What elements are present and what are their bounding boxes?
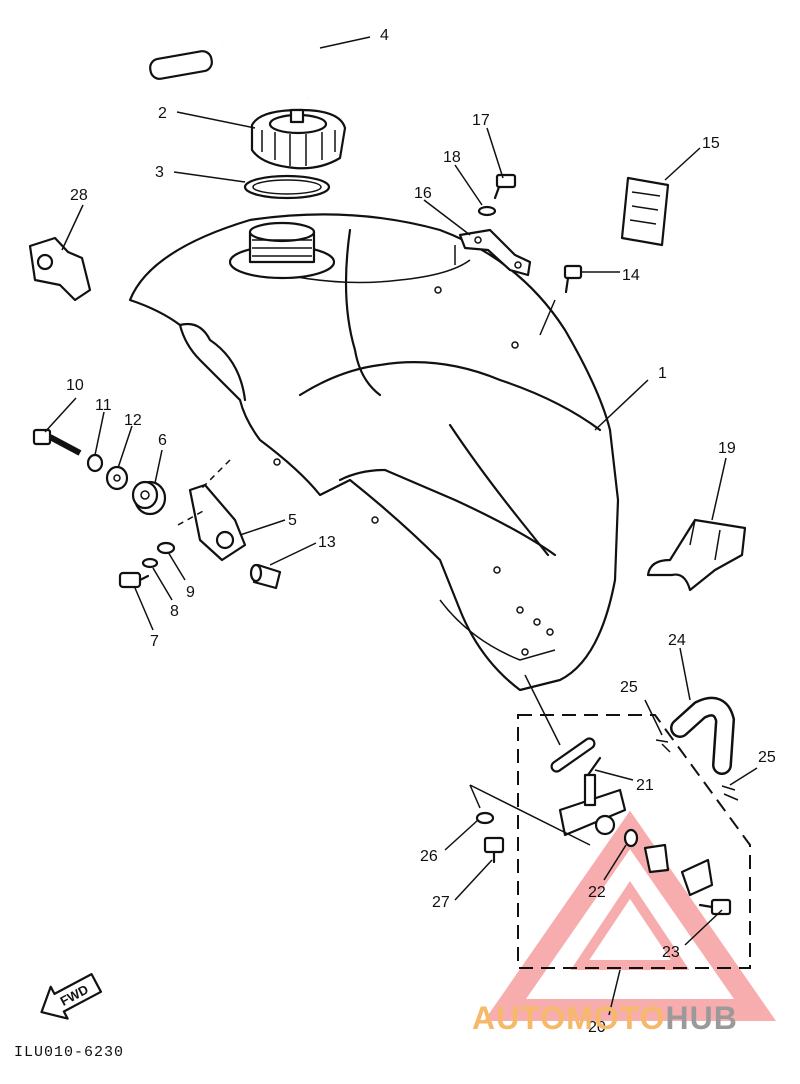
- fuel-cock-assembly-boundary: [517, 714, 751, 969]
- watermark-text-part2: HUB: [665, 1000, 738, 1036]
- bolt-17: [493, 173, 517, 200]
- callout-3: 3: [155, 164, 164, 181]
- washer-26: [475, 811, 495, 825]
- callout-7: 7: [150, 633, 159, 650]
- breather-hose: [149, 30, 320, 99]
- diagram-code: ILU010-6230: [14, 1044, 125, 1061]
- o-ring-21: [550, 737, 596, 773]
- callout-21: 21: [636, 777, 654, 794]
- fuel-cock-20: [558, 756, 627, 837]
- callout-24: 24: [668, 632, 686, 649]
- watermark-text-part1: AUTOMOTO: [472, 1000, 666, 1036]
- callout-5: 5: [288, 512, 297, 529]
- strainer: [643, 843, 670, 874]
- callout-16: 16: [414, 185, 432, 202]
- damper-6: [131, 480, 167, 516]
- washer-9: [156, 541, 176, 555]
- watermark-text: AUTOMOTOHUB: [472, 1000, 738, 1037]
- callout-17: 17: [472, 112, 490, 129]
- screw-27: [483, 836, 505, 864]
- callout-9: 9: [186, 584, 195, 601]
- fuel-cap: [250, 108, 347, 170]
- bracket-28: [28, 236, 92, 302]
- callout-11: 11: [95, 397, 112, 414]
- callout-25b: 25: [758, 749, 776, 766]
- collar-13: [249, 563, 282, 590]
- callout-13: 13: [318, 534, 336, 551]
- callout-8: 8: [170, 603, 179, 620]
- callout-20: 20: [588, 1019, 606, 1036]
- callout-28: 28: [70, 187, 88, 204]
- washer-18: [477, 205, 497, 217]
- callout-labels: 1 2 3 4 5 6 7 8 9 10 11 12 13 14 15 16 1…: [66, 27, 776, 1036]
- callout-25a: 25: [620, 679, 638, 696]
- forward-direction-arrow: FWD: [40, 973, 103, 1020]
- fuel-hose-24: [670, 696, 736, 775]
- callout-2: 2: [158, 105, 167, 122]
- callout-22: 22: [588, 884, 606, 901]
- callout-18: 18: [443, 149, 461, 166]
- callout-1: 1: [658, 365, 667, 382]
- callout-14: 14: [622, 267, 640, 284]
- mount-bracket-5: [188, 483, 247, 562]
- callout-12: 12: [124, 412, 142, 429]
- leader-lines: [44, 36, 758, 1016]
- mount-bolt-10: [32, 428, 82, 456]
- fuel-tank: [128, 213, 620, 692]
- tank-bracket: [458, 228, 532, 277]
- callout-26: 26: [420, 848, 438, 865]
- callout-10: 10: [66, 377, 84, 394]
- washer-12: [105, 465, 129, 491]
- screw-23: [698, 898, 732, 916]
- hose-clip-25a: [655, 739, 671, 753]
- callout-6: 6: [158, 432, 167, 449]
- bolt-7: [118, 571, 150, 589]
- callout-27: 27: [432, 894, 450, 911]
- bolt-14: [563, 264, 583, 294]
- plate: [680, 858, 714, 897]
- callout-23: 23: [662, 944, 680, 961]
- callout-19: 19: [718, 440, 736, 457]
- o-ring-22: [623, 828, 639, 848]
- callout-15: 15: [702, 135, 720, 152]
- hose-clip-25b: [721, 785, 739, 801]
- washer-8: [141, 557, 159, 569]
- tank-pad: [620, 176, 670, 247]
- callout-4: 4: [380, 27, 389, 44]
- collar-11: [86, 453, 104, 473]
- tank-damper-19: [646, 518, 747, 592]
- watermark-triangle: [483, 810, 777, 1021]
